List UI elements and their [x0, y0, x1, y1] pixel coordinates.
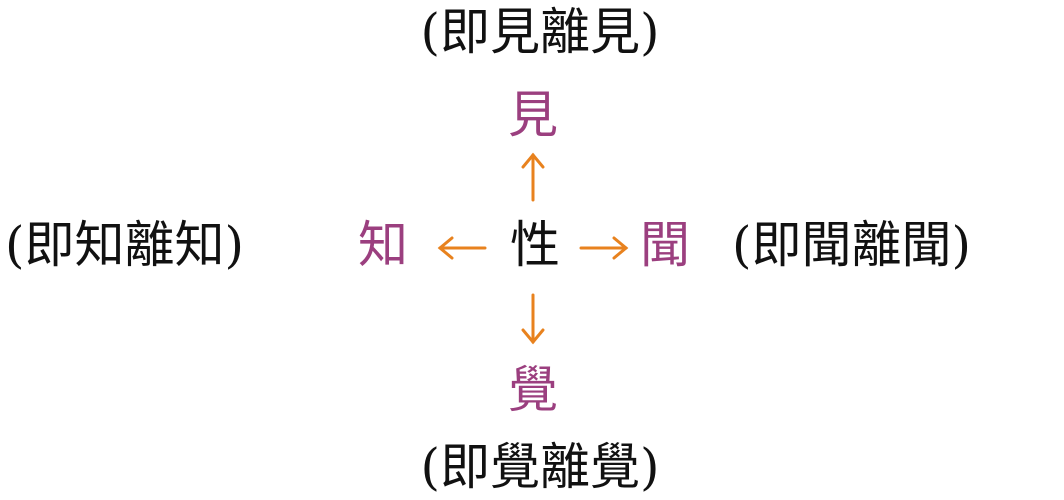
right-label: (即聞離聞) — [732, 216, 972, 274]
arrow-left-icon — [437, 236, 487, 260]
arrow-down-icon — [521, 293, 545, 345]
top-label: (即見離見) — [420, 3, 660, 61]
right-term: 聞 — [640, 216, 690, 274]
arrow-up-icon — [521, 152, 545, 202]
center-term: 性 — [510, 216, 560, 274]
bottom-label: (即覺離覺) — [420, 438, 660, 496]
arrow-right-icon — [579, 236, 629, 260]
top-term: 見 — [508, 86, 558, 144]
left-label: (即知離知) — [5, 216, 245, 274]
bottom-term: 覺 — [508, 361, 558, 419]
left-term: 知 — [358, 216, 408, 274]
